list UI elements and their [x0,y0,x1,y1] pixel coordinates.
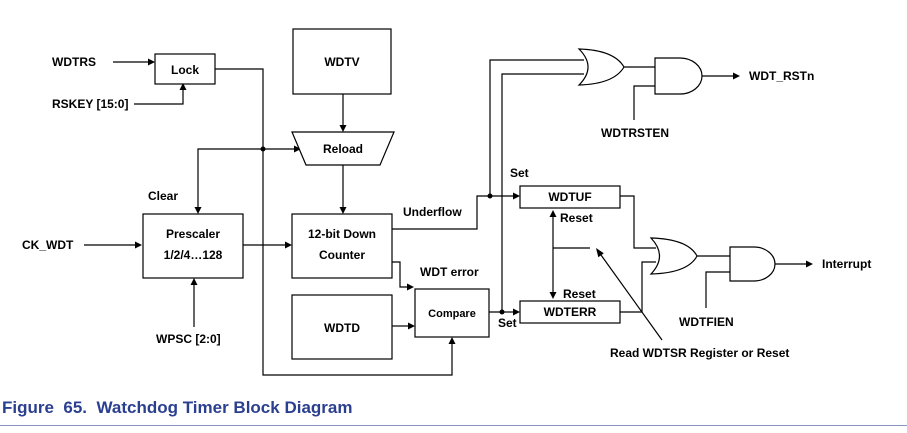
and-gate-reset [654,57,703,95]
prescaler-label-line1: Prescaler [166,227,220,241]
arrow-reset-up [549,210,557,217]
wire-wdterr-or2 [620,261,656,313]
underflow-label: Underflow [403,205,462,219]
wdtrsten-label: WDTRSTEN [601,126,669,140]
junction-compare [499,309,505,315]
caption-divider [0,425,907,426]
wire-underflow [392,59,584,230]
wdtfien-label: WDTFIEN [679,315,734,329]
arrow-wdtrs [148,58,155,66]
wdterr-label: WDTERR [544,305,597,319]
clear-label: Clear [148,189,178,203]
watchdog-block-diagram: Lock WDTV Reload Prescaler 1/2/4…128 12-… [22,28,871,376]
wdtuf-label: WDTUF [548,190,591,204]
rskey-label: RSKEY [15:0] [52,97,128,111]
wires [84,58,813,376]
arrow-wdtv-reload [339,125,347,132]
wire-wdtrsten [633,85,655,120]
wpsc-label: WPSC [2:0] [156,332,221,346]
read-wdtsr-label: Read WDTSR Register or Reset [610,346,789,360]
arrow-wdt-rstn [733,72,740,80]
set-top-label: Set [510,166,529,180]
or-gate-reset [577,48,625,86]
signal-labels: WDTRS RSKEY [15:0] Clear CK_WDT WPSC [2:… [22,55,871,360]
wdtd-label: WDTD [324,321,360,335]
arrow-prescaler-counter [285,241,292,249]
wdtuf-block: WDTUF [519,185,621,209]
wdtrs-label: WDTRS [52,55,96,69]
arrow-ck-wdt [135,241,142,249]
arrow-reload-counter [339,207,347,214]
wdt-error-label: WDT error [420,265,479,279]
wire-lock-out [215,68,453,376]
wire-counter-compare [392,261,407,288]
and-gate-interrupt [729,246,776,282]
wire-read-wdtsr [600,254,663,341]
reset-bottom-label: Reset [563,287,596,301]
wdtv-label: WDTV [324,55,359,69]
junction-underflow [487,193,493,199]
arrow-read-wdtsr [596,248,604,258]
wdt-rstn-label: WDT_RSTn [749,69,814,83]
wdterr-block: WDTERR [519,300,621,324]
reload-block: Reload [291,131,395,166]
reset-top-label: Reset [560,211,593,225]
arrow-counter-compare [407,283,414,291]
figure-caption: Figure 65. Watchdog Timer Block Diagram [2,398,353,417]
interrupt-label: Interrupt [822,257,871,271]
wdtv-block: WDTV [292,28,392,95]
wdtd-block: WDTD [291,294,393,360]
arrow-wpsc [190,278,198,285]
arrow-lock-reload [294,145,301,153]
arrow-lock-compare [448,337,456,344]
reload-label: Reload [323,142,363,156]
wire-wdtfien [705,271,730,308]
set-bottom-label: Set [498,316,517,330]
prescaler-label-line2: 1/2/4…128 [164,248,223,262]
wire-compare-out [489,73,584,313]
compare-label: Compare [428,308,476,320]
or-gate-interrupt [649,237,698,275]
arrow-wdtd-compare [408,322,415,330]
counter-label-line1: 12-bit Down [308,227,376,241]
arrow-clear [194,207,202,214]
junctions [260,146,505,315]
counter-block: 12-bit Down Counter [291,213,393,279]
arrow-interrupt [806,260,813,268]
lock-block: Lock [154,53,216,85]
wire-rskey [134,90,184,105]
arrow-reset-down [549,292,557,299]
compare-block: Compare [414,288,490,338]
arrow-underflow-wdtuf [513,192,520,200]
prescaler-block: Prescaler 1/2/4…128 [142,213,244,279]
junction-lock [260,146,266,152]
arrow-compare-wdterr [513,308,520,316]
ck-wdt-label: CK_WDT [22,238,74,252]
lock-label: Lock [171,63,199,77]
wire-wdtuf-or2 [620,195,656,249]
counter-label-line2: Counter [319,248,365,262]
wire-clear [197,148,263,207]
arrow-rskey [179,83,187,90]
